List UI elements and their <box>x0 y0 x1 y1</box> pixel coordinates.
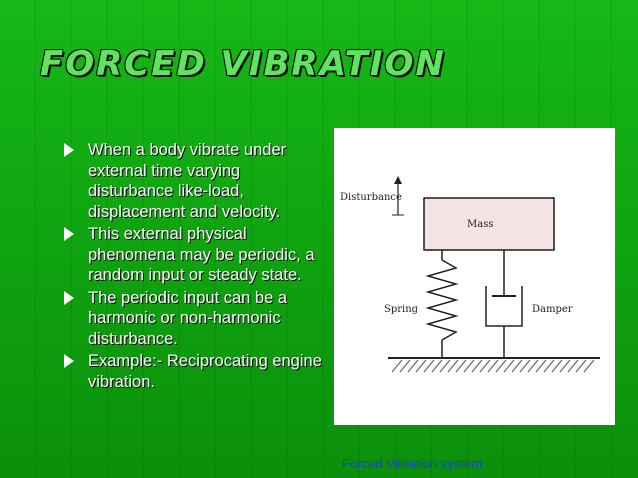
figure-caption: Forced Vibration system <box>342 456 482 471</box>
spring-coil <box>425 259 459 341</box>
slide-title: FORCED VIBRATION <box>40 44 446 84</box>
disturbance-arrow-head <box>394 176 402 184</box>
mass-block <box>423 197 555 251</box>
spring-label: Spring <box>384 304 419 315</box>
bullet-item: Example:- Reciprocating engine vibration… <box>64 351 326 392</box>
disturbance-label: Disturbance <box>340 192 402 203</box>
bullet-arrow-icon <box>64 143 74 157</box>
mass-outline <box>423 197 555 251</box>
bullet-item: This external physical phenomena may be … <box>64 224 326 286</box>
damper-label: Damper <box>532 304 573 315</box>
bullet-text: This external physical phenomena may be … <box>88 225 315 284</box>
bullet-item: When a body vibrate under external time … <box>64 140 326 222</box>
mass-label: Mass <box>467 219 493 230</box>
bullet-text: The periodic input can be a harmonic or … <box>88 288 288 348</box>
bullet-text: When a body vibrate under external time … <box>88 141 287 221</box>
bullet-list: When a body vibrate under external time … <box>64 140 326 394</box>
bullet-arrow-icon <box>64 227 74 241</box>
bullet-arrow-icon <box>64 354 74 368</box>
spring-mass-damper-svg: Disturbance Mass Spring Damper <box>340 176 600 373</box>
bullet-item: The periodic input can be a harmonic or … <box>64 288 326 350</box>
bullet-text: Example:- Reciprocating engine vibration… <box>88 352 322 391</box>
bullet-arrow-icon <box>64 290 74 305</box>
vibration-diagram: Disturbance Mass Spring Damper <box>334 128 615 425</box>
ground-hatching <box>391 359 595 373</box>
